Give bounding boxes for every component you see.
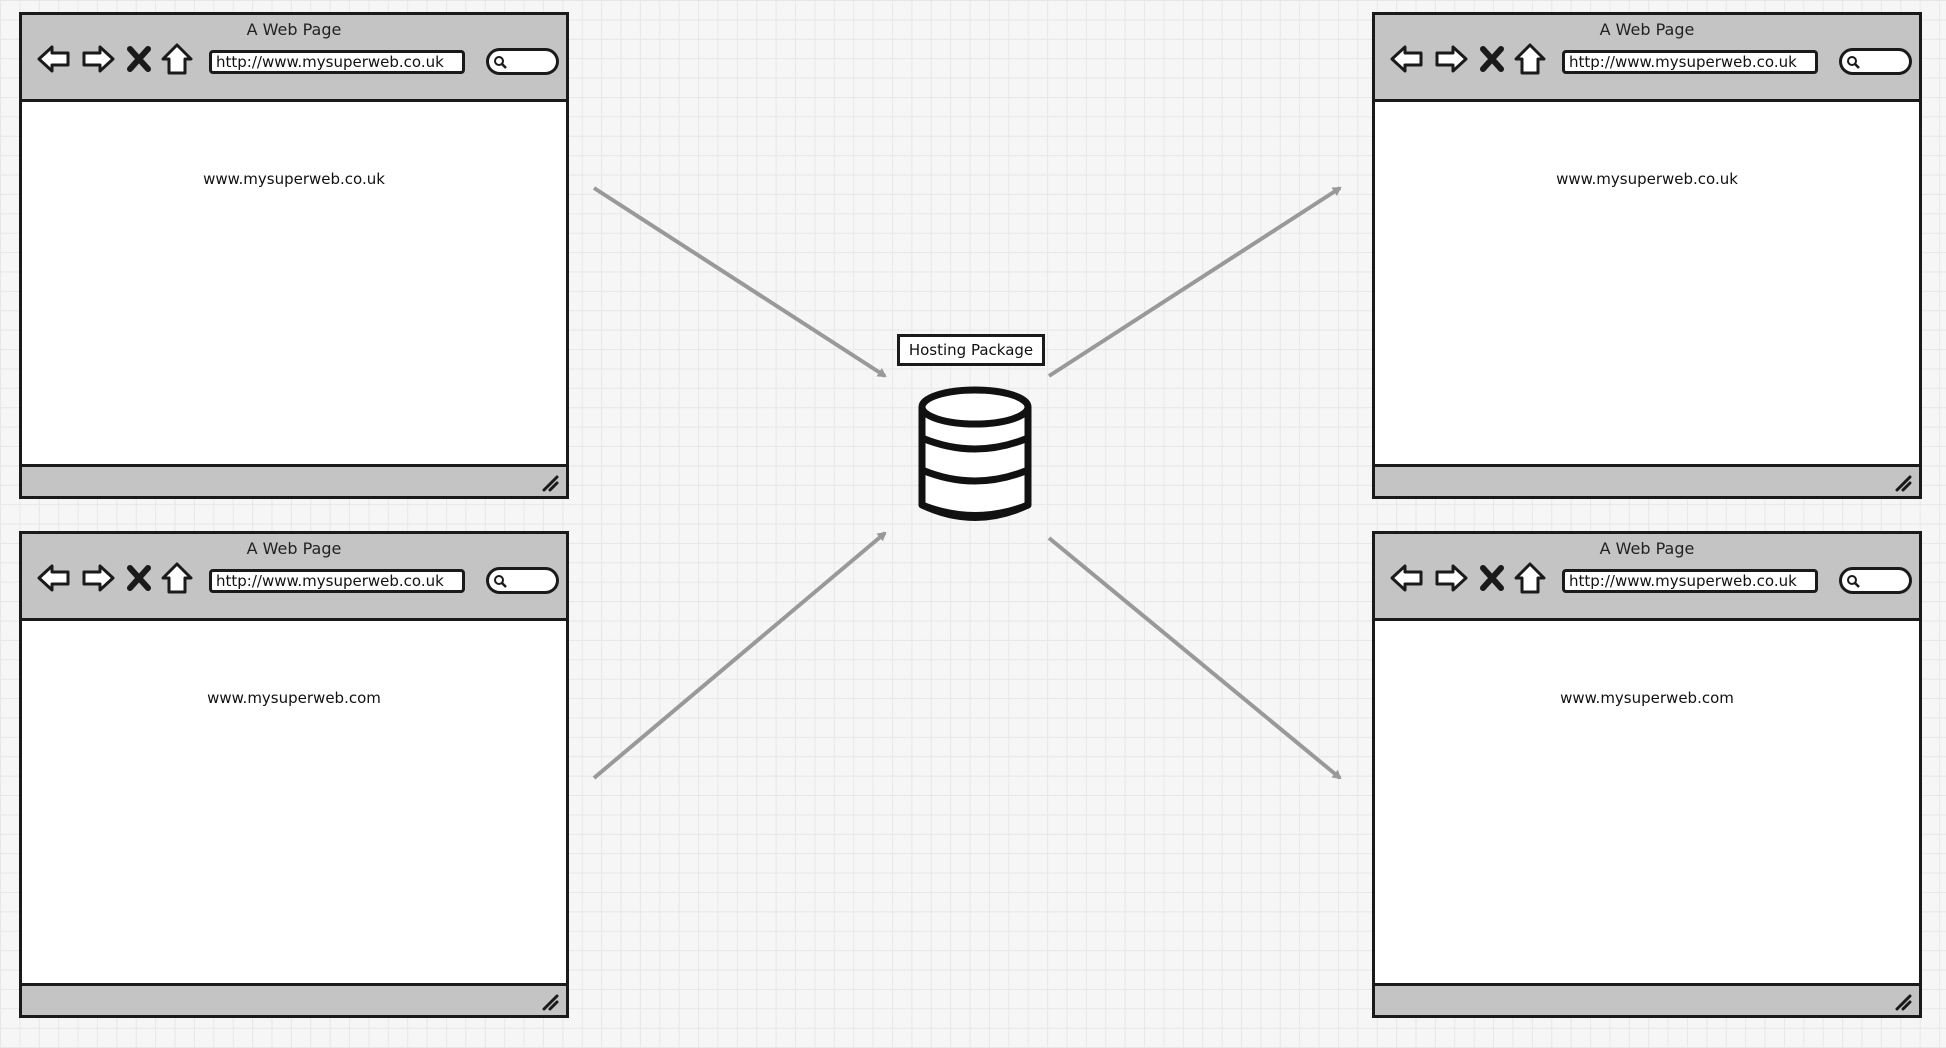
home-icon[interactable] <box>159 560 195 596</box>
resize-grip-icon[interactable] <box>1893 992 1913 1012</box>
resize-grip-icon[interactable] <box>540 473 560 493</box>
window-title: A Web Page <box>246 539 342 558</box>
status-bar <box>22 464 566 496</box>
arrow-top-left-to-db <box>592 186 887 378</box>
forward-arrow-icon[interactable] <box>1433 41 1469 77</box>
search-field[interactable] <box>486 48 559 75</box>
page-content-text: www.mysuperweb.com <box>1560 689 1734 707</box>
status-bar <box>22 983 566 1015</box>
status-bar <box>1375 464 1919 496</box>
database-icon <box>918 386 1032 521</box>
resize-grip-icon[interactable] <box>1893 473 1913 493</box>
arrow-db-to-top-right <box>1047 186 1342 378</box>
back-arrow-icon[interactable] <box>36 41 72 77</box>
search-icon <box>1847 575 1860 588</box>
home-icon[interactable] <box>159 41 195 77</box>
stop-icon[interactable] <box>1475 560 1511 596</box>
back-arrow-icon[interactable] <box>1389 560 1425 596</box>
window-title: A Web Page <box>246 20 342 39</box>
browser-toolbar: A Web Page <box>22 15 566 102</box>
window-title: A Web Page <box>1599 20 1695 39</box>
browser-window-bottom-left: A Web Page www.mysuperweb.com <box>19 531 569 1018</box>
url-input[interactable] <box>209 569 465 593</box>
page-content-text: www.mysuperweb.com <box>207 689 381 707</box>
status-bar <box>1375 983 1919 1015</box>
page-content-text: www.mysuperweb.co.uk <box>1556 170 1738 188</box>
search-field[interactable] <box>486 567 559 594</box>
search-icon <box>494 575 507 588</box>
back-arrow-icon[interactable] <box>1389 41 1425 77</box>
forward-arrow-icon[interactable] <box>80 41 116 77</box>
stop-icon[interactable] <box>1475 41 1511 77</box>
url-input[interactable] <box>1562 50 1818 74</box>
browser-toolbar: A Web Page <box>22 534 566 621</box>
window-title: A Web Page <box>1599 539 1695 558</box>
home-icon[interactable] <box>1512 41 1548 77</box>
arrow-bottom-left-to-db <box>592 531 887 780</box>
browser-toolbar: A Web Page <box>1375 534 1919 621</box>
forward-arrow-icon[interactable] <box>80 560 116 596</box>
search-icon <box>1847 56 1860 69</box>
resize-grip-icon[interactable] <box>540 992 560 1012</box>
hosting-package-label: Hosting Package <box>897 334 1045 366</box>
url-input[interactable] <box>209 50 465 74</box>
stop-icon[interactable] <box>122 560 158 596</box>
stop-icon[interactable] <box>122 41 158 77</box>
page-content-text: www.mysuperweb.co.uk <box>203 170 385 188</box>
forward-arrow-icon[interactable] <box>1433 560 1469 596</box>
search-icon <box>494 56 507 69</box>
browser-window-bottom-right: A Web Page www.mysuperweb.com <box>1372 531 1922 1018</box>
url-input[interactable] <box>1562 569 1818 593</box>
browser-window-top-right: A Web Page www.mysuperweb.co.uk <box>1372 12 1922 499</box>
browser-toolbar: A Web Page <box>1375 15 1919 102</box>
search-field[interactable] <box>1839 48 1912 75</box>
home-icon[interactable] <box>1512 560 1548 596</box>
search-field[interactable] <box>1839 567 1912 594</box>
arrow-db-to-bottom-right <box>1047 536 1342 780</box>
back-arrow-icon[interactable] <box>36 560 72 596</box>
browser-window-top-left: A Web Page www.mysuperweb.co.uk <box>19 12 569 499</box>
